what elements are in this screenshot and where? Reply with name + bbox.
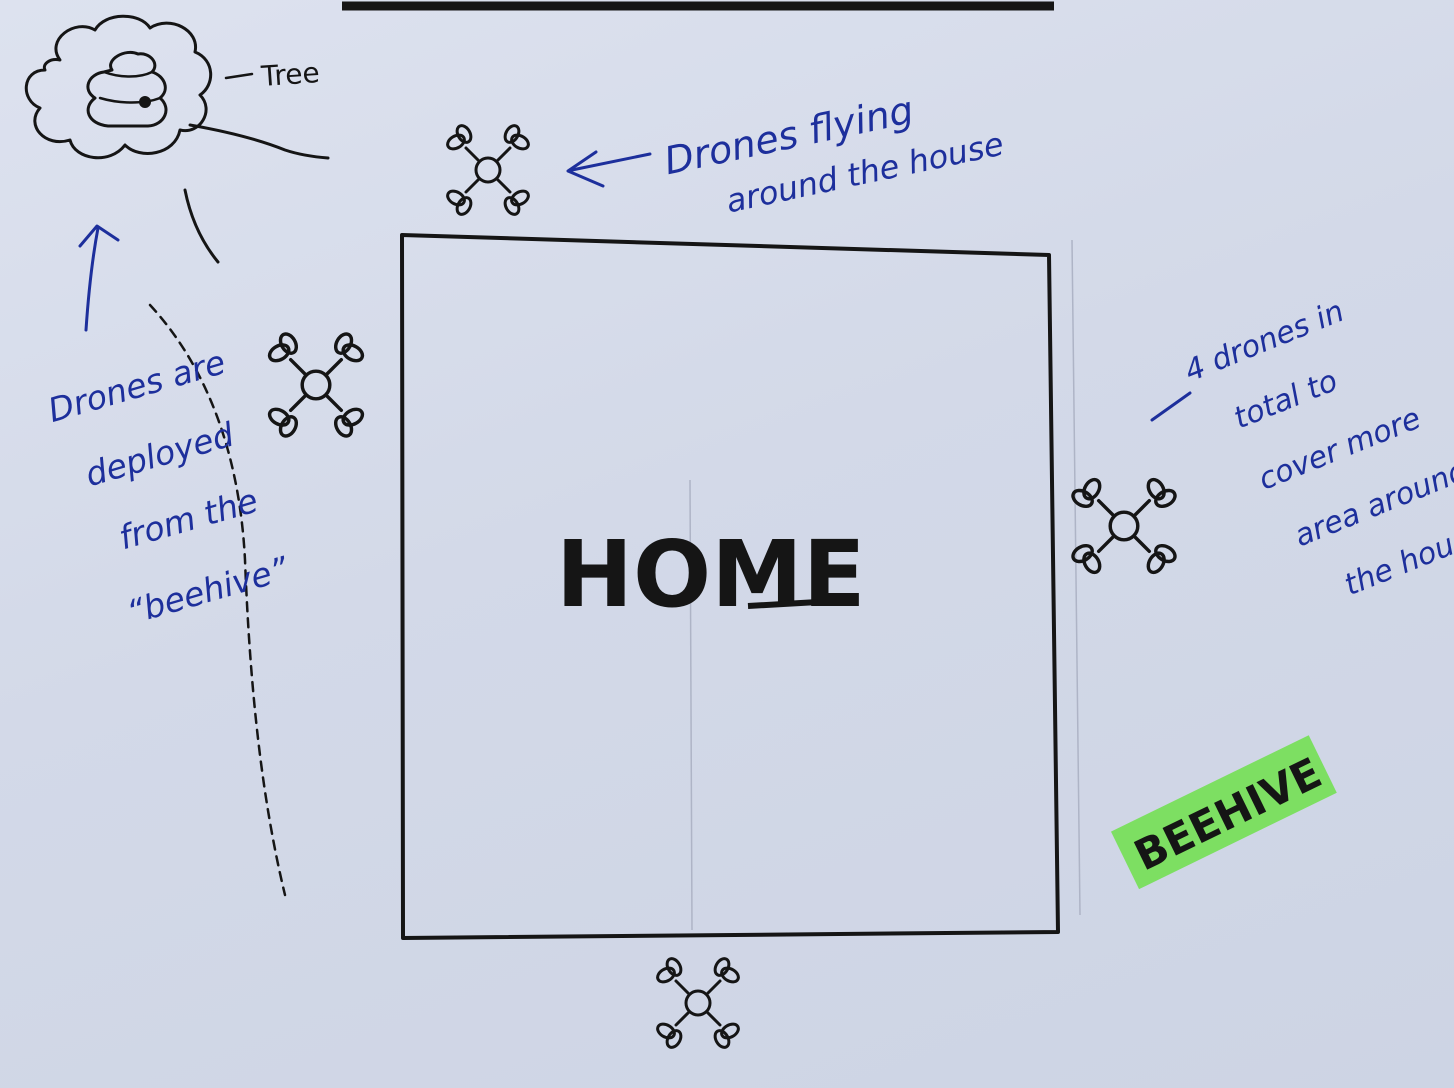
pencil-mark [1071, 239, 1081, 916]
drone-icon [265, 329, 367, 441]
note-line: from the [115, 481, 262, 558]
home-label: HOME [556, 521, 866, 628]
house-outline [400, 233, 1060, 940]
beehive-tag: BEEHIVE [1110, 735, 1337, 890]
note-line: deployed [81, 414, 239, 494]
arrow-icon [78, 224, 120, 332]
drones-deployed-note: Drones are deployed from the “beehive” [44, 342, 294, 632]
drone-icon [443, 121, 533, 219]
pencil-mark [689, 479, 693, 931]
note-line: Drones are [44, 342, 230, 430]
drone-icon [1068, 475, 1180, 577]
arrow-icon [566, 150, 652, 188]
tree-icon [24, 14, 330, 264]
tree-label-line [224, 72, 254, 80]
home-underline [747, 599, 819, 609]
annotation-line [1150, 391, 1192, 422]
highlighter-strip [1110, 735, 1337, 890]
note-line: “beehive” [123, 549, 294, 632]
drone-icon [653, 954, 743, 1052]
beehive-icon [86, 51, 168, 128]
drones-flying-note: Drones flying around the house [660, 88, 1007, 221]
note-line: total to [1229, 363, 1342, 436]
four-drones-note: 4 drones in total to cover more area aro… [1180, 294, 1454, 603]
tree-label: Tree [259, 56, 321, 93]
flight-path-line [148, 303, 287, 897]
